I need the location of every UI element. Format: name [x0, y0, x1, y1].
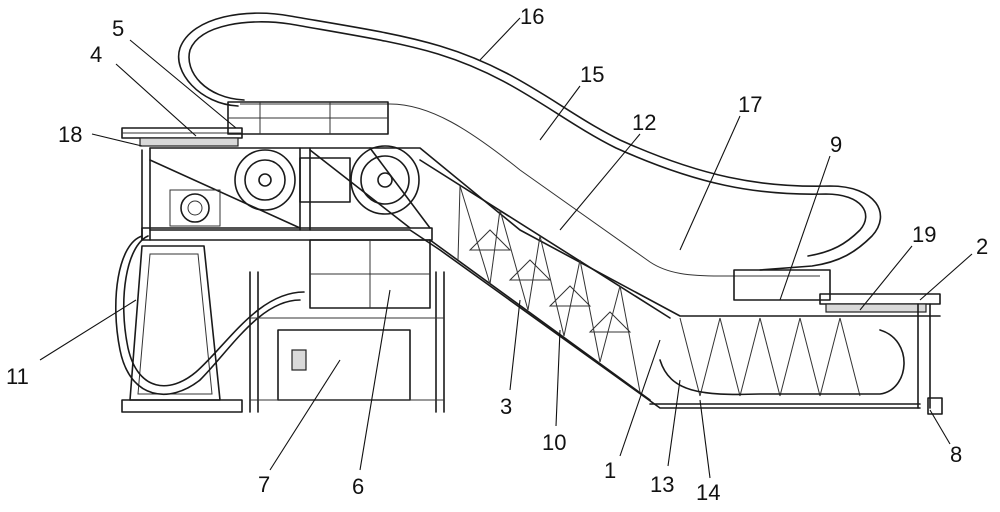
label-18: 18	[58, 122, 82, 147]
label-1: 1	[604, 458, 616, 483]
label-17: 17	[738, 92, 762, 117]
drive-machine	[169, 145, 420, 227]
label-14: 14	[696, 480, 720, 505]
callout-labels: 16 15 12 17 9 19 2 8 5 4 18 11 7 6 3 10 …	[6, 4, 988, 505]
label-5: 5	[112, 16, 124, 41]
label-4: 4	[90, 42, 102, 67]
upper-head-truss	[227, 101, 389, 135]
handrail	[177, 12, 882, 271]
label-15: 15	[580, 62, 604, 87]
label-8: 8	[950, 442, 962, 467]
control-cabinet	[249, 239, 445, 413]
upper-landing	[121, 127, 243, 147]
label-6: 6	[352, 474, 364, 499]
label-7: 7	[258, 472, 270, 497]
support-pillar	[115, 235, 305, 413]
label-19: 19	[912, 222, 936, 247]
lower-truss-frame	[649, 269, 943, 415]
label-11: 11	[6, 364, 29, 389]
label-3: 3	[500, 394, 512, 419]
label-2: 2	[976, 234, 988, 259]
balustrade-panel	[240, 103, 820, 277]
leader-lines	[39, 17, 973, 479]
label-10: 10	[542, 430, 566, 455]
label-9: 9	[830, 132, 842, 157]
inclined-truss	[419, 159, 671, 401]
label-13: 13	[650, 472, 674, 497]
upper-truss-frame	[141, 147, 941, 409]
label-16: 16	[520, 4, 544, 29]
label-12: 12	[632, 110, 656, 135]
